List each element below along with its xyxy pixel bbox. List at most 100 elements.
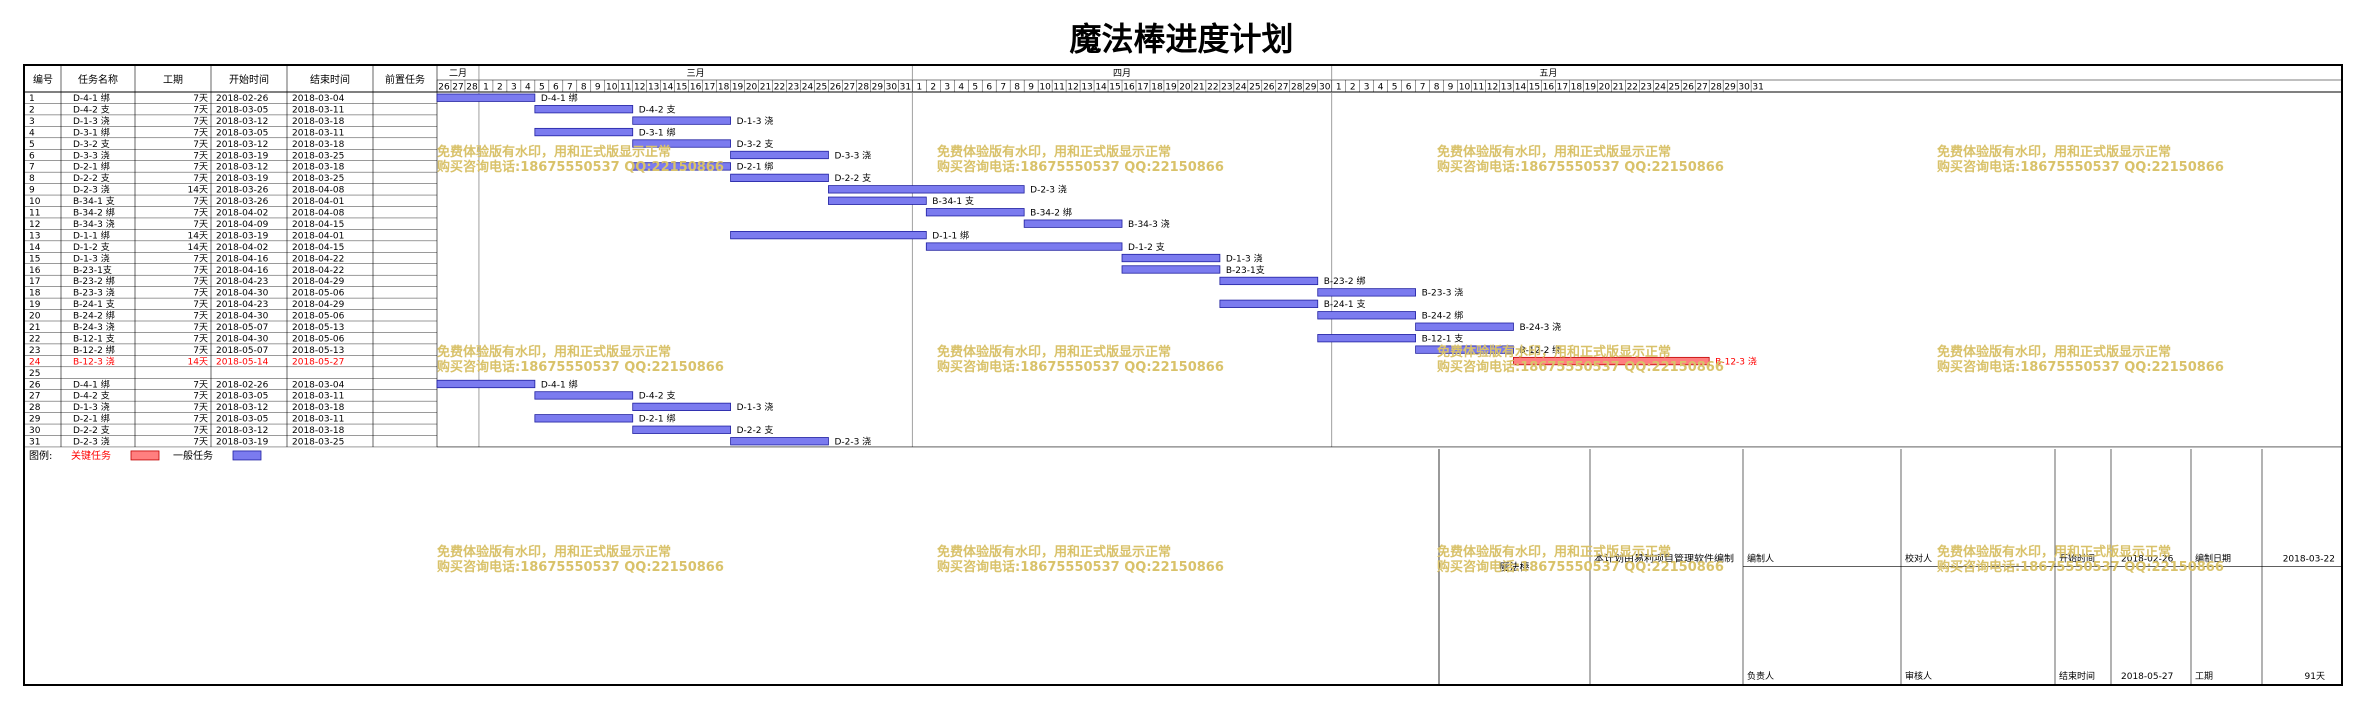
task-name[interactable]: D-4-2 支 xyxy=(73,103,110,115)
day-label: 27 xyxy=(452,83,463,93)
task-bar[interactable] xyxy=(730,230,927,240)
day-label: 30 xyxy=(886,83,898,93)
day-label: 5 xyxy=(539,83,545,93)
task-no: 3 xyxy=(29,117,35,127)
task-bar-label: D-2-2 支 xyxy=(834,172,871,184)
task-name[interactable]: D-1-2 支 xyxy=(73,241,110,253)
task-bar[interactable] xyxy=(632,425,731,434)
task-name[interactable]: D-2-2 支 xyxy=(73,424,110,436)
day-label: 17 xyxy=(1557,83,1568,93)
task-name[interactable]: D-3-2 支 xyxy=(73,138,110,150)
task-start: 2018-02-26 xyxy=(216,380,269,390)
task-name[interactable]: B-34-3 浇 xyxy=(73,218,115,230)
watermark-line1: 免费体验版有水印，用和正式版显示正常 xyxy=(1937,344,2171,360)
task-duration: 7天 xyxy=(193,403,208,413)
task-no: 28 xyxy=(29,403,41,413)
task-bar[interactable] xyxy=(534,414,634,423)
task-bar[interactable] xyxy=(534,391,634,400)
task-end: 2018-05-06 xyxy=(292,289,345,299)
task-bar[interactable] xyxy=(632,116,731,125)
task-name[interactable]: D-3-1 绑 xyxy=(73,126,110,138)
task-bar[interactable] xyxy=(1317,288,1416,297)
task-name[interactable]: B-24-3 浇 xyxy=(73,321,115,333)
task-no: 10 xyxy=(29,197,41,207)
task-bar[interactable] xyxy=(1121,265,1221,274)
task-name[interactable]: D-3-3 浇 xyxy=(73,149,110,161)
task-no: 1 xyxy=(29,94,35,104)
task-bar[interactable] xyxy=(925,242,1123,251)
task-name[interactable]: B-24-1 支 xyxy=(73,298,115,310)
task-bar[interactable] xyxy=(1219,299,1319,308)
task-bar[interactable] xyxy=(828,185,1025,194)
task-name[interactable]: D-4-2 支 xyxy=(73,390,110,402)
task-name[interactable]: B-23-3 浇 xyxy=(73,287,115,299)
task-bar[interactable] xyxy=(1415,322,1514,331)
task-bar-label: B-12-3 浇 xyxy=(1715,355,1757,367)
task-name[interactable]: B-23-1支 xyxy=(73,264,112,276)
task-name[interactable]: B-23-2 绑 xyxy=(73,275,115,287)
task-no: 24 xyxy=(29,357,41,367)
day-label: 14 xyxy=(1095,83,1107,93)
task-name[interactable]: B-34-2 绑 xyxy=(73,207,115,219)
task-bar-label: B-34-3 浇 xyxy=(1128,218,1170,230)
task-bar[interactable] xyxy=(632,139,731,148)
task-name[interactable]: B-34-1 支 xyxy=(73,195,115,207)
task-bar-label: B-12-2 绑 xyxy=(1519,344,1561,356)
task-name[interactable]: D-4-1 绑 xyxy=(73,92,110,104)
task-name[interactable]: D-2-2 支 xyxy=(73,172,110,184)
task-name[interactable]: D-1-3 浇 xyxy=(73,115,110,127)
day-label: 28 xyxy=(466,83,478,93)
task-bar[interactable] xyxy=(1219,276,1319,286)
task-name[interactable]: B-24-2 绑 xyxy=(73,310,115,322)
task-name[interactable]: B-12-3 浇 xyxy=(73,355,115,367)
task-bar[interactable] xyxy=(534,105,634,114)
task-duration: 7天 xyxy=(193,105,208,115)
task-name[interactable]: D-1-3 浇 xyxy=(73,252,110,264)
task-name[interactable]: D-2-3 浇 xyxy=(73,436,110,448)
task-bar[interactable] xyxy=(1121,253,1221,263)
task-bar[interactable] xyxy=(1317,334,1416,343)
task-name[interactable]: B-12-2 绑 xyxy=(73,344,115,356)
footer-editor-label: 编制人 xyxy=(1747,552,1774,564)
gantt-marks: D-4-1 绑D-4-2 支D-1-3 浇D-3-1 绑D-3-2 支D-3-3… xyxy=(436,92,2224,575)
task-name[interactable]: B-12-1 支 xyxy=(73,332,115,344)
task-bar[interactable] xyxy=(730,173,829,183)
task-bar[interactable] xyxy=(1023,219,1123,228)
watermark-line1: 免费体验版有水印，用和正式版显示正常 xyxy=(937,144,1171,160)
day-label: 31 xyxy=(1752,83,1763,93)
task-bar[interactable] xyxy=(436,93,536,102)
task-bar[interactable] xyxy=(1513,356,1710,366)
day-label: 26 xyxy=(438,83,450,93)
task-bar[interactable] xyxy=(534,127,634,137)
task-bar[interactable] xyxy=(730,150,829,160)
task-name[interactable]: D-1-3 浇 xyxy=(73,401,110,413)
task-duration: 14天 xyxy=(188,243,208,253)
task-bar[interactable] xyxy=(1317,311,1416,320)
task-name[interactable]: D-2-3 浇 xyxy=(73,184,110,196)
task-bar[interactable] xyxy=(436,379,536,389)
task-start: 2018-04-09 xyxy=(216,220,269,230)
task-name[interactable]: D-2-1 绑 xyxy=(73,413,110,425)
day-label: 29 xyxy=(1724,83,1736,93)
task-bar-label: D-1-2 支 xyxy=(1128,241,1165,253)
task-duration: 7天 xyxy=(193,140,208,150)
task-name[interactable]: D-4-1 绑 xyxy=(73,378,110,390)
task-bar[interactable] xyxy=(1415,345,1514,354)
footer-date-value: 2018-03-22 xyxy=(2283,554,2335,564)
task-bar[interactable] xyxy=(632,402,731,411)
task-bar[interactable] xyxy=(925,208,1025,217)
watermark-line2: 购买咨询电话:18675550537 QQ:22150866 xyxy=(937,559,1224,575)
footer-note: 本计划由易利项目管理软件编制 xyxy=(1594,552,1734,564)
day-label: 15 xyxy=(676,83,687,93)
task-bar[interactable] xyxy=(632,162,731,171)
task-bar-label: D-1-3 浇 xyxy=(737,401,774,413)
task-duration: 7天 xyxy=(193,438,208,448)
task-name[interactable]: D-1-1 绑 xyxy=(73,229,110,241)
task-bar[interactable] xyxy=(730,437,829,446)
day-label: 2 xyxy=(930,83,936,93)
task-start: 2018-03-12 xyxy=(216,426,268,436)
task-name[interactable]: D-2-1 绑 xyxy=(73,161,110,173)
task-bar[interactable] xyxy=(828,196,927,205)
task-end: 2018-03-18 xyxy=(292,117,345,127)
